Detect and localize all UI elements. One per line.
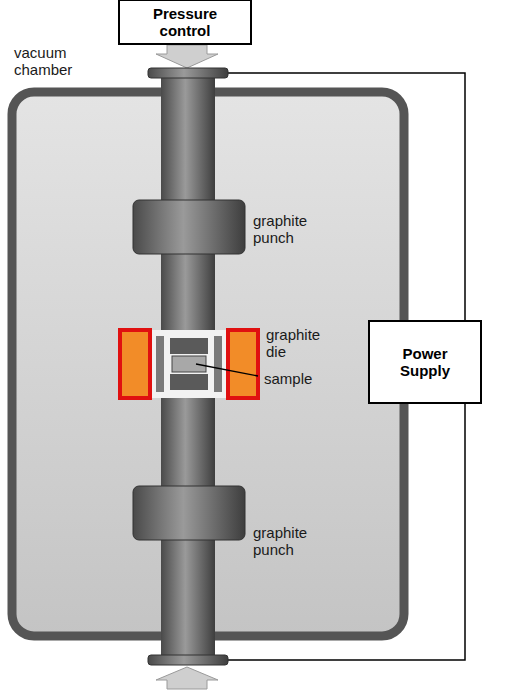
leader-line <box>196 364 258 376</box>
box-label: Pressure control <box>130 5 240 39</box>
die-wall <box>156 336 164 392</box>
part-label: vacuum chamber <box>14 44 94 78</box>
part-label: graphite punch <box>253 524 325 558</box>
control-box: Pressure control <box>118 0 252 45</box>
electrode-plate <box>148 655 228 665</box>
die-wall <box>214 336 222 392</box>
graphite-die <box>120 330 150 398</box>
box-label: Power Supply <box>385 345 465 379</box>
pressure-arrow <box>156 667 218 689</box>
power-supply-box: Power Supply <box>368 320 482 404</box>
pressure-arrow <box>156 45 218 68</box>
graphite-punch <box>133 200 245 254</box>
graphite-die <box>228 330 258 398</box>
electrode-plate <box>148 68 228 78</box>
punch-tip <box>170 374 208 390</box>
punch-tip <box>170 338 208 354</box>
graphite-punch <box>133 486 245 540</box>
sample <box>172 356 206 372</box>
part-label: graphite die <box>266 326 338 360</box>
part-label: graphite punch <box>253 212 325 246</box>
part-label: sample <box>264 370 312 387</box>
die-cavity <box>148 330 230 398</box>
